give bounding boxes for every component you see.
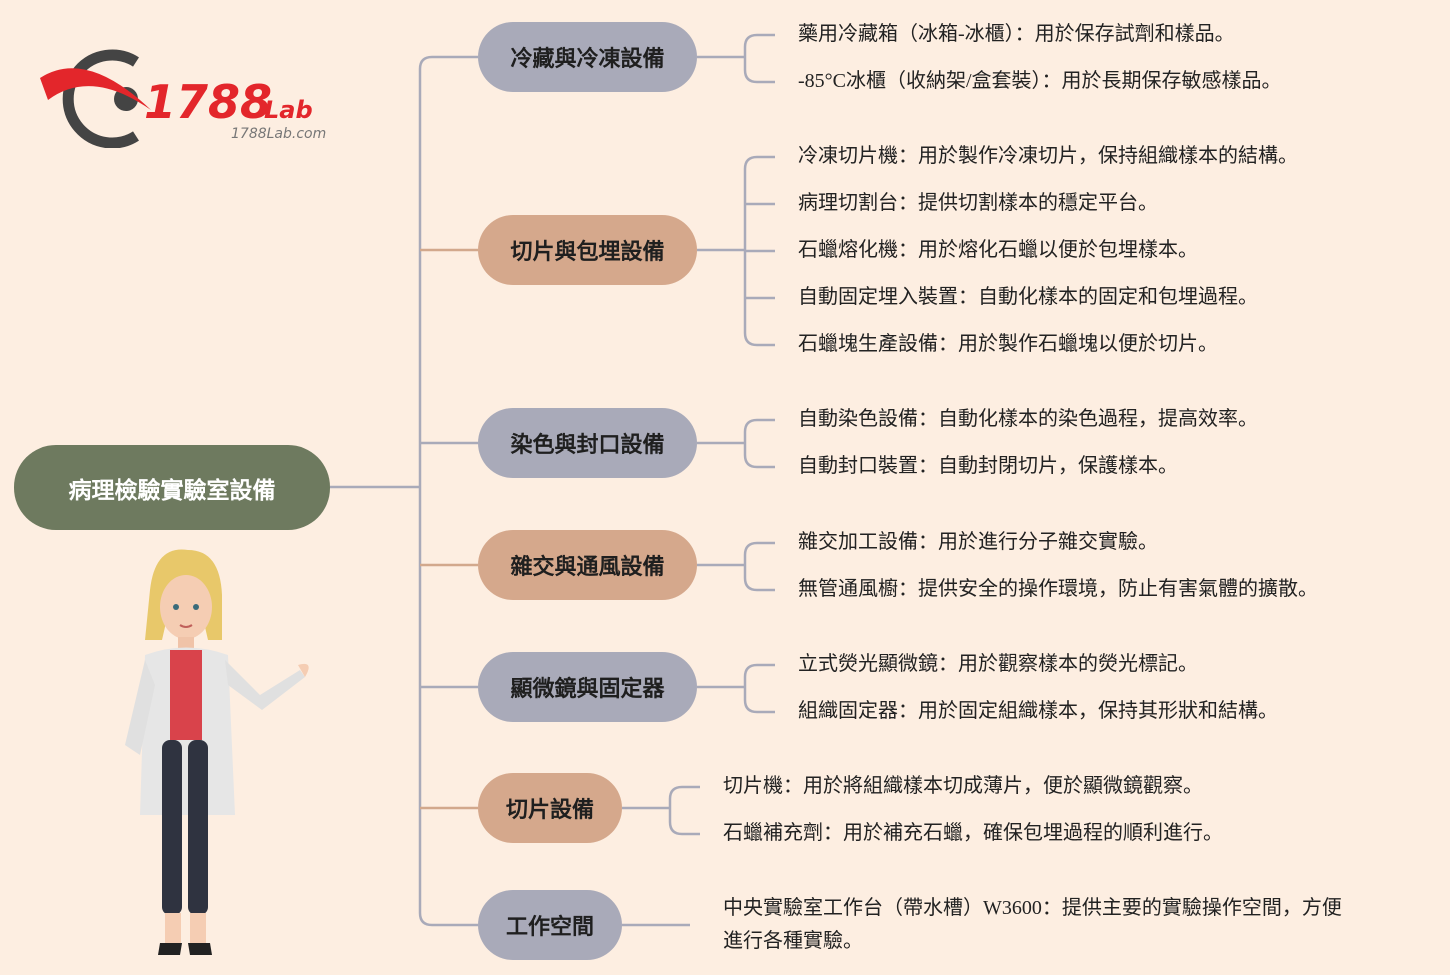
branch-label: 雜交與通風設備 <box>510 555 665 580</box>
branch-connector <box>418 912 478 927</box>
child-item: 立式熒光顯微鏡：用於觀察樣本的熒光標記。 <box>798 653 1198 675</box>
bracket <box>743 663 775 714</box>
bracket <box>743 541 775 592</box>
branch-node: 工作空間 <box>478 890 622 960</box>
bracket <box>668 785 700 836</box>
branch-label: 顯微鏡與固定器 <box>510 677 665 702</box>
logo-1788lab: 1788 Lab 1788Lab.com <box>36 48 356 149</box>
child-item: 雜交加工設備：用於進行分子雜交實驗。 <box>798 531 1158 553</box>
branch-connector <box>418 55 478 70</box>
child-item: 組織固定器：用於固定組織樣本，保持其形狀和結構。 <box>798 700 1278 722</box>
child-item: 自動封口裝置：自動封閉切片，保護樣本。 <box>798 455 1178 477</box>
root-label: 病理檢驗實驗室設備 <box>68 477 276 504</box>
branch-node: 顯微鏡與固定器 <box>478 652 697 722</box>
child-item: 切片機：用於將組織樣本切成薄片，便於顯微鏡觀察。 <box>723 775 1203 797</box>
svg-text:1788: 1788 <box>144 75 272 129</box>
branch-node: 雜交與通風設備 <box>478 530 697 600</box>
branch-label: 冷藏與冷凍設備 <box>510 47 665 72</box>
bracket <box>743 418 775 469</box>
child-item: 藥用冷藏箱（冰箱-冰櫃）：用於保存試劑和樣品。 <box>798 23 1235 45</box>
child-item: 病理切割台：提供切割樣本的穩定平台。 <box>798 192 1158 214</box>
bracket <box>743 33 775 84</box>
branch-label: 染色與封口設備 <box>510 433 665 458</box>
scientist-illustration <box>100 545 320 960</box>
child-item: 石蠟塊生產設備：用於製作石蠟塊以便於切片。 <box>798 333 1218 355</box>
branch-label: 切片與包埋設備 <box>510 240 665 265</box>
root-node: 病理檢驗實驗室設備 <box>14 445 330 530</box>
child-item: 冷凍切片機：用於製作冷凍切片，保持組織樣本的結構。 <box>798 145 1298 167</box>
child-item: 石蠟補充劑：用於補充石蠟，確保包埋過程的順利進行。 <box>723 822 1223 844</box>
svg-text:Lab: Lab <box>264 96 313 124</box>
child-item: 自動染色設備：自動化樣本的染色過程，提高效率。 <box>798 408 1258 430</box>
branch-label: 工作空間 <box>505 915 594 940</box>
branch-node: 染色與封口設備 <box>478 408 697 478</box>
child-item: 無管通風櫥：提供安全的操作環境，防止有害氣體的擴散。 <box>798 578 1318 600</box>
svg-text:1788Lab.com: 1788Lab.com <box>231 126 326 142</box>
child-item: 中央實驗室工作台（帶水槽）W3600：提供主要的實驗操作空間，方便 <box>723 897 1342 919</box>
child-item: 自動固定埋入裝置：自動化樣本的固定和包埋過程。 <box>798 286 1258 308</box>
branch-node: 切片與包埋設備 <box>478 215 697 285</box>
branch-node: 冷藏與冷凍設備 <box>478 22 697 92</box>
branch-label: 切片設備 <box>505 798 594 823</box>
child-item: 石蠟熔化機：用於熔化石蠟以便於包埋樣本。 <box>798 239 1198 261</box>
child-item: -85°C冰櫃（收納架/盒套裝）：用於長期保存敏感樣品。 <box>798 70 1282 92</box>
branch-node: 切片設備 <box>478 773 622 843</box>
child-item: 進行各種實驗。 <box>723 930 863 952</box>
